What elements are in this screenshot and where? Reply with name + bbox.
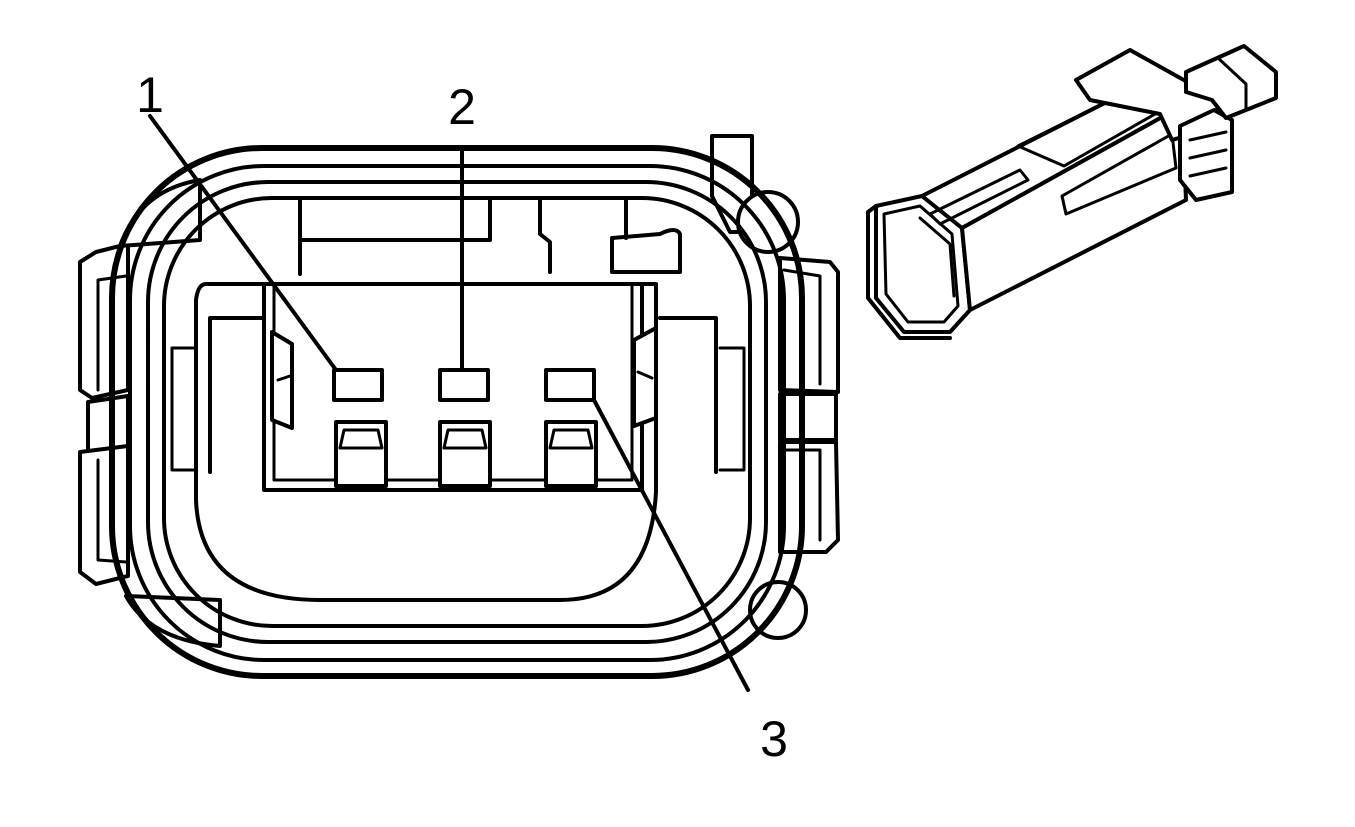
pin-label-1: 1 bbox=[136, 67, 164, 123]
housing-outer-shell bbox=[109, 145, 805, 679]
inner-ledge-top-right bbox=[610, 228, 682, 274]
side-rib-right bbox=[658, 316, 718, 474]
pin-label-3: 3 bbox=[760, 711, 788, 767]
cavity-opening bbox=[194, 282, 658, 602]
perspective-slot-front bbox=[928, 168, 1030, 226]
connector-face-view: 1 2 3 bbox=[78, 67, 840, 767]
terminal-lock-2 bbox=[438, 420, 492, 488]
inner-ledge-top-center bbox=[538, 196, 552, 274]
terminal-lock-3 bbox=[544, 420, 598, 488]
perspective-rear-plug bbox=[1184, 44, 1278, 120]
latch-ramp-right bbox=[632, 326, 658, 428]
terminal-cavity-2 bbox=[438, 368, 490, 402]
leader-line-3 bbox=[592, 398, 750, 692]
right-locking-tabs bbox=[778, 256, 840, 554]
leader-line-1 bbox=[148, 114, 338, 372]
connector-perspective-view bbox=[866, 44, 1278, 340]
seal-ring-inner bbox=[162, 196, 752, 628]
terminal-cavity-1 bbox=[332, 368, 384, 402]
pin-label-2: 2 bbox=[448, 79, 476, 135]
terminal-lock-1 bbox=[334, 420, 388, 488]
left-locking-tabs bbox=[78, 242, 130, 586]
seal-ring-outer bbox=[128, 164, 786, 662]
seal-ring-middle bbox=[146, 180, 768, 644]
side-rib-left bbox=[208, 316, 266, 474]
terminal-cavity-3 bbox=[544, 368, 596, 402]
inner-ledge-top-left bbox=[298, 196, 492, 276]
